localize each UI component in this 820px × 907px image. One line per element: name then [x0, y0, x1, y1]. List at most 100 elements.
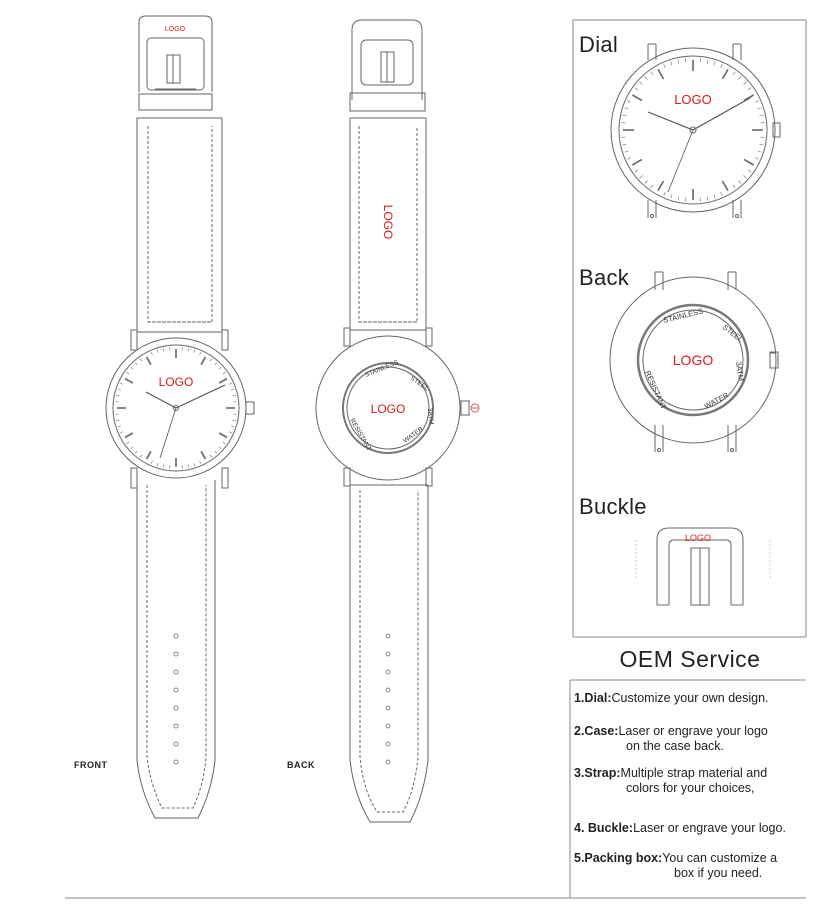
front-buckle-logo: LOGO: [165, 26, 186, 33]
minute-marker: [634, 87, 639, 91]
strap-hole: [385, 705, 391, 711]
hour-marker: [631, 94, 643, 102]
front-crown: [245, 401, 255, 415]
buckle-detail-logo: LOGO: [685, 533, 711, 543]
minute-marker: [720, 191, 723, 196]
front-buckle-frame: [146, 37, 205, 91]
svg-text:3ATM: 3ATM: [734, 361, 746, 382]
minute-marker: [156, 463, 159, 467]
front-dial-logo: LOGO: [159, 375, 194, 389]
minute-marker: [644, 180, 648, 184]
front-upper-strap: [138, 15, 213, 92]
minute-marker: [139, 454, 143, 458]
dial-detail-logo: LOGO: [674, 92, 712, 107]
minute-marker: [228, 382, 232, 385]
minute-marker: [231, 425, 235, 428]
hour-marker: [200, 450, 207, 460]
buckle-outer: [656, 527, 744, 605]
minute-marker: [713, 61, 716, 66]
front-label: FRONT: [74, 760, 108, 770]
minute-marker: [738, 76, 742, 80]
oem-item-dial: 1.Dial:Customize your own design.: [574, 691, 769, 705]
minute-marker: [120, 382, 124, 385]
minute-marker: [624, 107, 629, 110]
minute-marker: [156, 349, 159, 353]
back-case: [315, 335, 461, 481]
back-section-title: Back: [579, 265, 630, 290]
strap-hole: [173, 669, 179, 675]
svg-text:STEEL: STEEL: [721, 322, 745, 344]
minute-marker: [639, 175, 643, 179]
minute-marker: [199, 460, 202, 464]
minute-marker: [116, 419, 120, 421]
minute-marker: [754, 100, 759, 103]
minute-marker: [757, 150, 762, 153]
minute-marker: [130, 446, 134, 450]
minute-marker: [187, 348, 189, 352]
minute-marker: [231, 388, 235, 391]
minute-marker: [622, 143, 627, 146]
minute-marker: [663, 64, 666, 69]
minute-marker: [134, 450, 138, 454]
buckle-detail: [635, 527, 771, 606]
hour-marker: [218, 432, 228, 439]
back-case-logo: LOGO: [371, 402, 406, 416]
minute-marker: [644, 76, 648, 80]
front-watch: [105, 15, 255, 819]
hour-marker: [721, 180, 729, 192]
minute-marker: [218, 446, 222, 450]
minute-marker: [663, 191, 666, 196]
minute-marker: [634, 169, 639, 173]
back-watch: [315, 19, 480, 823]
minute-marker: [720, 64, 723, 69]
minute-marker: [650, 71, 654, 76]
minute-marker: [117, 425, 121, 428]
strap-hole: [385, 741, 391, 747]
minute-marker: [627, 100, 632, 103]
minute-marker: [747, 87, 752, 91]
minute-marker: [150, 460, 153, 464]
minute-marker: [622, 114, 627, 117]
strap-hole: [385, 723, 391, 729]
front-dial-markers: [115, 347, 237, 469]
hour-marker: [631, 158, 643, 166]
minute-marker: [139, 358, 143, 362]
minute-marker: [199, 352, 202, 356]
minute-marker: [214, 362, 218, 366]
minute-marker: [134, 362, 138, 366]
minute-marker: [650, 184, 654, 189]
minute-marker: [187, 464, 189, 468]
hour-marker: [657, 68, 665, 80]
minute-marker: [670, 61, 673, 66]
dial-section-title: Dial: [579, 32, 619, 57]
hour-marker: [218, 377, 228, 384]
strap-hole: [173, 651, 179, 657]
back-detail-case: [609, 276, 777, 444]
hour-marker: [743, 94, 755, 102]
minute-marker: [193, 349, 196, 353]
svg-text:STAINLESS: STAINLESS: [364, 359, 400, 379]
buckle-section-title: Buckle: [579, 494, 647, 519]
minute-marker: [163, 348, 165, 352]
minute-marker: [624, 150, 629, 153]
minute-marker: [150, 352, 153, 356]
back-detail: [609, 271, 779, 452]
minute-marker: [222, 441, 226, 445]
back-crown-tip: [470, 403, 480, 413]
minute-marker: [232, 395, 236, 397]
minute-marker: [116, 395, 120, 397]
hour-marker: [743, 158, 755, 166]
minute-marker: [117, 388, 121, 391]
minute-marker: [732, 71, 736, 76]
dial-detail: [610, 43, 781, 218]
minute-marker: [228, 431, 232, 434]
strap-hole: [385, 687, 391, 693]
minute-marker: [232, 419, 236, 421]
minute-marker: [120, 431, 124, 434]
minute-marker: [163, 464, 165, 468]
svg-text:STEEL: STEEL: [409, 375, 430, 393]
strap-hole: [173, 759, 179, 765]
minute-marker: [759, 143, 764, 146]
minute-marker: [627, 157, 632, 160]
